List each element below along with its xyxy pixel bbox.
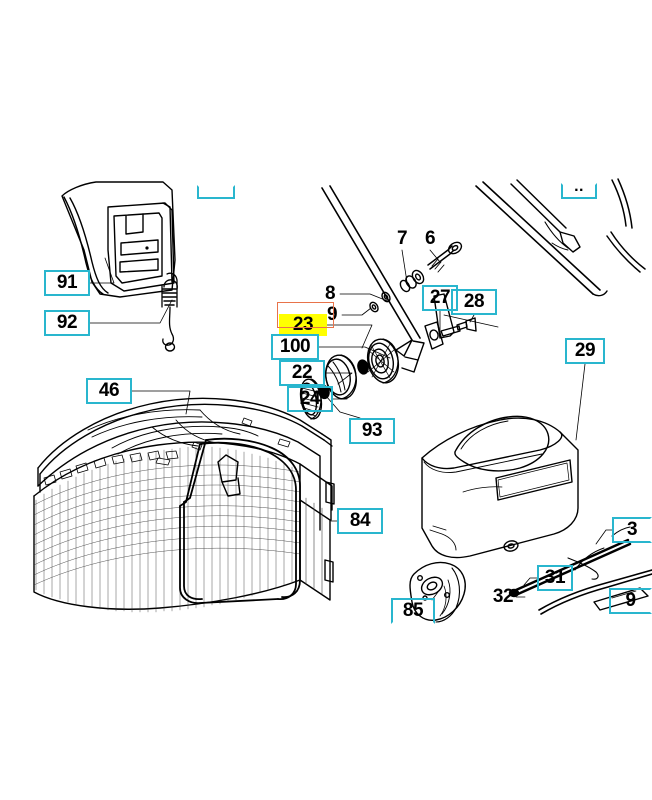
callout-label-ctop1[interactable] <box>197 185 235 199</box>
callout-label-9[interactable]: 9 <box>609 588 652 614</box>
callout-label-27[interactable]: 27 <box>422 285 458 311</box>
callout-label-7[interactable]: 7 <box>396 228 408 249</box>
callout-label-100[interactable]: 100 <box>271 334 319 360</box>
callout-label-84[interactable]: 84 <box>337 508 383 534</box>
callout-label-6[interactable]: 6 <box>424 228 436 249</box>
callout-label-93[interactable]: 93 <box>349 418 395 444</box>
callout-label-··[interactable]: ·· <box>561 182 597 199</box>
callout-label-29[interactable]: 29 <box>565 338 605 364</box>
callout-label-92[interactable]: 92 <box>44 310 90 336</box>
callout-label-91[interactable]: 91 <box>44 270 90 296</box>
callout-label-3[interactable]: 3 <box>612 517 652 543</box>
callout-label-32[interactable]: 32 <box>492 586 514 607</box>
callout-label-46[interactable]: 46 <box>86 378 132 404</box>
callout-label-8[interactable]: 8 <box>324 283 336 304</box>
callout-label-9[interactable]: 9 <box>326 304 338 325</box>
callout-label-24[interactable]: 24 <box>287 386 333 412</box>
callout-label-22[interactable]: 22 <box>279 360 325 386</box>
callout-label-23[interactable]: 23 <box>279 314 327 336</box>
callout-label-31[interactable]: 31 <box>537 565 573 591</box>
callout-label-28[interactable]: 28 <box>451 289 497 315</box>
callout-label-85[interactable]: 85 <box>391 598 435 624</box>
